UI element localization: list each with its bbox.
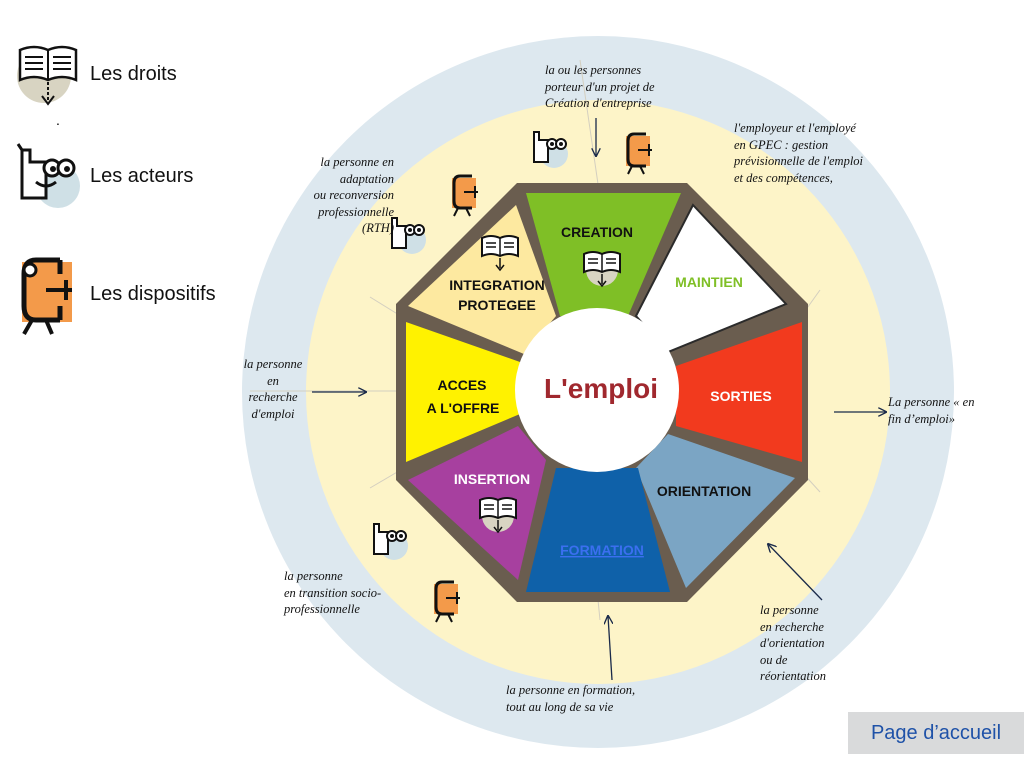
label-sorties: SORTIES xyxy=(710,388,771,404)
label-orientation: ORIENTATION xyxy=(657,483,751,499)
legend-devices: Les dispositifs xyxy=(16,250,216,338)
actor-icon xyxy=(16,143,80,208)
legend-devices-label: Les dispositifs xyxy=(90,282,216,305)
legend-actors-label: Les acteurs xyxy=(90,164,194,187)
legend-rights: Les droits xyxy=(16,38,177,110)
device-clamp-icon xyxy=(434,580,460,623)
actor-icon xyxy=(391,217,426,254)
label-integration-line1: INTEGRATION xyxy=(449,277,544,293)
actor-icon xyxy=(533,131,568,168)
book-icon xyxy=(17,45,78,106)
note-gpec: l'employeur et l'employé en GPEC : gesti… xyxy=(734,121,864,185)
device-clamp-icon xyxy=(452,174,478,217)
note-orientation: la personne en recherche d'orientation o… xyxy=(760,603,826,683)
home-page-button[interactable]: Page d’accueil xyxy=(848,712,1024,754)
sector-insertion xyxy=(408,426,546,580)
actor-icon xyxy=(373,523,408,560)
note-transition: la personne en transition socio- profess… xyxy=(284,569,382,616)
label-integration-line2: PROTEGEE xyxy=(458,297,536,313)
note-creation: la ou les personnes porteur d'un projet … xyxy=(545,63,655,110)
sector-sorties xyxy=(676,322,802,462)
note-recherche: la personne en recherche d'emploi xyxy=(243,357,303,421)
label-formation[interactable]: FORMATION xyxy=(560,542,644,558)
sector-formation xyxy=(526,468,670,592)
arrow-orientation xyxy=(768,544,823,601)
book-icon xyxy=(481,235,519,272)
device-clamp-icon xyxy=(626,132,652,175)
label-acces-line2: A L'OFFRE xyxy=(427,400,500,416)
legend-dot: . xyxy=(56,112,60,128)
sector-acces xyxy=(406,322,520,462)
center-circle xyxy=(515,308,679,472)
note-adaptation: la personne en adaptation ou reconversio… xyxy=(313,155,394,235)
note-formation: la personne en formation, tout au long d… xyxy=(506,683,636,714)
book-icon xyxy=(479,497,517,534)
arrow-formation xyxy=(608,616,612,681)
label-creation: CREATION xyxy=(561,224,633,240)
device-clamp-icon xyxy=(21,257,72,335)
book-icon xyxy=(583,251,621,288)
legend-actors: Les acteurs xyxy=(16,142,193,210)
arrows xyxy=(312,118,886,681)
center-label: L'emploi xyxy=(544,373,658,404)
sector-orientation xyxy=(636,434,795,588)
label-maintien: MAINTIEN xyxy=(675,274,743,290)
label-acces-line1: ACCES xyxy=(437,377,486,393)
label-insertion: INSERTION xyxy=(454,471,530,487)
legend-rights-label: Les droits xyxy=(90,62,177,85)
note-fin: La personne « en fin d’emploi» xyxy=(888,395,975,426)
